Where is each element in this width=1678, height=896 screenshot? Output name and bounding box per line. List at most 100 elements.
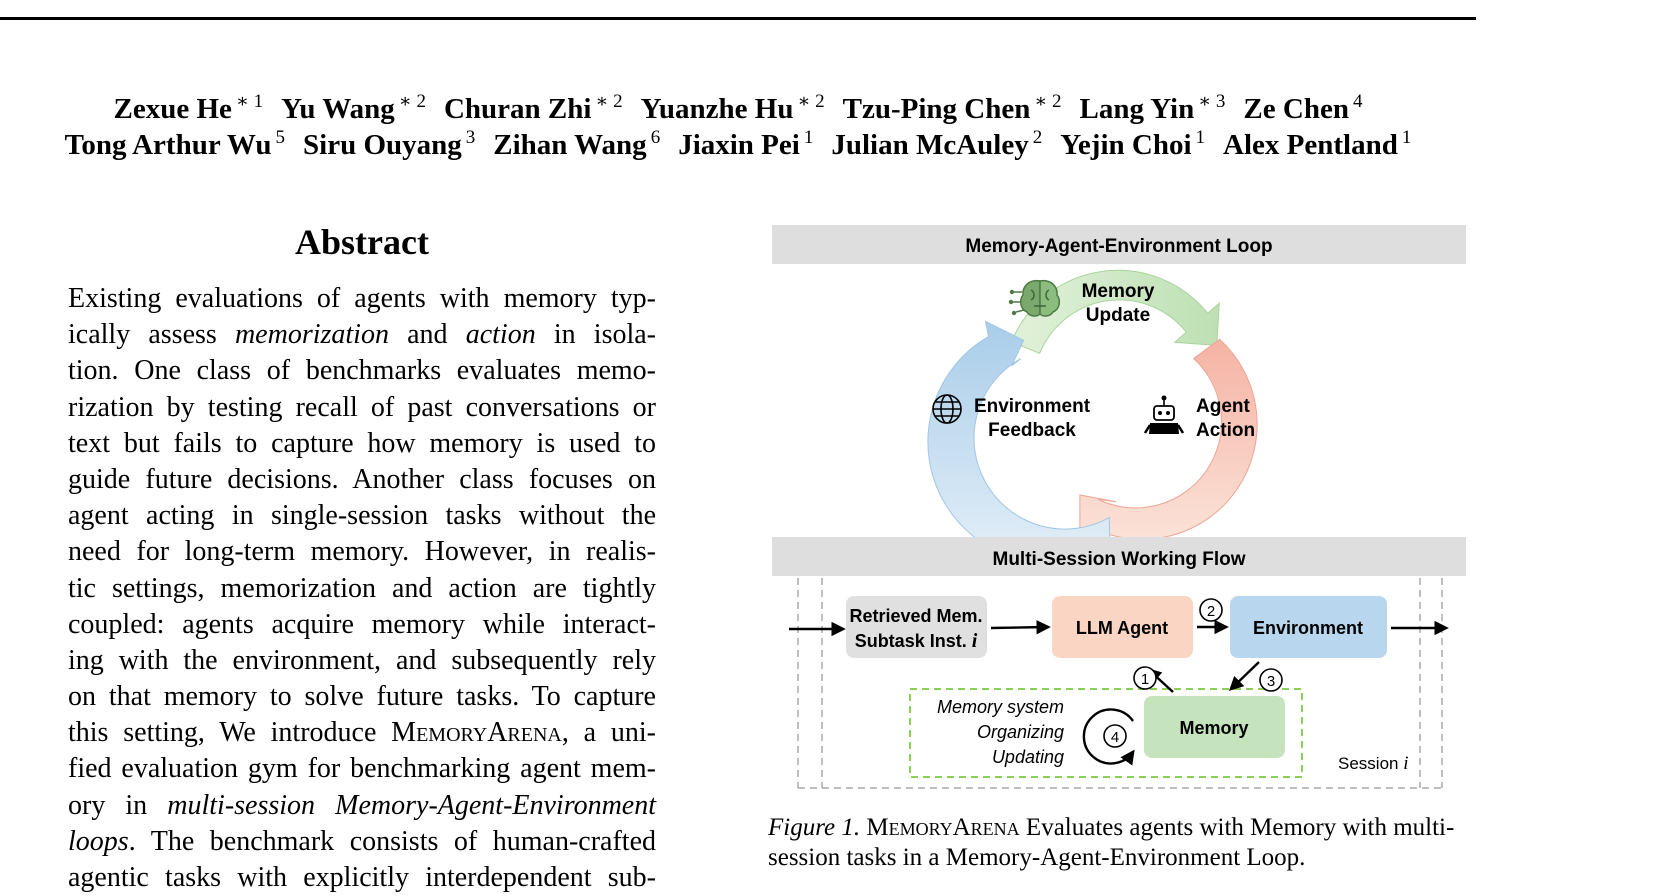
author-affiliation: ∗ 1	[235, 91, 264, 112]
author: Zexue He∗ 1	[114, 91, 264, 125]
author-name: Yejin Choi	[1060, 129, 1192, 161]
memory-system-label-1: Memory system	[937, 697, 1064, 717]
llm-agent-label: LLM Agent	[1076, 618, 1168, 638]
abstract-text-segment: fied evaluation gym for benchmarking age…	[68, 753, 656, 785]
abstract-line: tic settings, memorization and action ar…	[68, 571, 656, 607]
loop-title: Memory-Agent-Environment Loop	[965, 236, 1272, 257]
memory-box	[1144, 696, 1285, 758]
memory-label: Memory	[1179, 718, 1248, 738]
abstract-text-segment: loops	[68, 825, 129, 857]
abstract-text-segment: coupled: agents acquire memory while int…	[68, 608, 656, 640]
session-frame	[797, 578, 1443, 789]
abstract-line: ing with the environment, and subsequent…	[68, 643, 656, 679]
subtask-instruction-label: Subtask Inst. i	[855, 630, 978, 652]
agent-action-label-2: Action	[1196, 420, 1255, 441]
author-affiliation: ∗ 2	[595, 91, 623, 112]
author-affiliation: ∗ 3	[1198, 91, 1226, 112]
author-name: Julian McAuley	[831, 129, 1029, 161]
abstract-line: ory in multi-session Memory-Agent-Enviro…	[68, 788, 656, 824]
author-affiliation: ∗ 2	[398, 91, 426, 112]
abstract-text-segment: agent acting in single-session tasks wit…	[68, 500, 656, 532]
abstract-line: Existing evaluations of agents with memo…	[68, 281, 656, 317]
memory-update-loop-arrow	[1082, 708, 1135, 766]
top-rule	[0, 17, 1476, 20]
step-1-marker: 1	[1133, 666, 1157, 690]
abstract-text-segment: text but fails to capture how memory is …	[68, 427, 656, 459]
author-affiliation: 2	[1032, 127, 1043, 148]
memory-system-label-2: Organizing	[977, 722, 1064, 742]
caption-text: Evaluates agents with Memory with multi-…	[768, 814, 1455, 871]
author: Lang Yin∗ 3	[1079, 91, 1226, 125]
abstract-line: agentic tasks with explicitly interdepen…	[68, 860, 656, 896]
author: Churan Zhi∗ 2	[443, 91, 623, 125]
environment-feedback-label-1: Environment	[974, 396, 1091, 417]
author-name: Lang Yin	[1079, 93, 1195, 125]
agent-action-label-1: Agent	[1196, 396, 1251, 417]
environment-label: Environment	[1253, 618, 1363, 638]
loop-title-band	[772, 225, 1466, 264]
author-name: Tong Arthur Wu	[64, 129, 272, 161]
step-2-marker: 2	[1199, 598, 1223, 622]
abstract-text-segment: this setting, We introduce	[68, 717, 392, 749]
abstract-text-segment: , a uni-	[561, 717, 656, 749]
environment-box	[1230, 596, 1387, 658]
abstract-text-segment: rization by testing recall of past conve…	[68, 391, 656, 423]
abstract-text-segment: and	[388, 319, 466, 351]
author-affiliation: 1	[1195, 127, 1206, 148]
author-name: Churan Zhi	[443, 93, 592, 125]
abstract-line: loops. The benchmark consists of human-c…	[68, 824, 656, 860]
abstract-text-segment: in isola-	[535, 319, 656, 351]
abstract-line: rization by testing recall of past conve…	[68, 390, 656, 426]
abstract-line: guide future decisions. Another class fo…	[68, 462, 656, 498]
abstract-text-segment: MemoryArena	[391, 717, 562, 749]
session-label: Session i	[1338, 753, 1409, 774]
abstract-heading: Abstract	[295, 222, 429, 262]
abstract-line: coupled: agents acquire memory while int…	[68, 607, 656, 643]
environment-feedback-label-2: Feedback	[988, 420, 1076, 441]
memory-update-arc	[1010, 269, 1220, 355]
abstract-text-segment: ing with the environment, and subsequent…	[68, 644, 656, 676]
abstract-line: on that memory to solve future tasks. To…	[68, 679, 656, 715]
abstract-body: Existing evaluations of agents with memo…	[68, 281, 656, 896]
llm-agent-box	[1052, 596, 1193, 658]
author: Tzu-Ping Chen∗ 2	[842, 91, 1062, 125]
memory-update-label-2: Update	[1086, 305, 1150, 326]
author-name: Jiaxin Pei	[678, 129, 800, 161]
abstract-text-segment: agentic tasks with explicitly interdepen…	[68, 862, 656, 893]
robot-icon	[1143, 395, 1185, 434]
memory-system-label-3: Updating	[992, 747, 1064, 767]
svg-text:4: 4	[1111, 729, 1119, 746]
step-4-marker: 4	[1103, 724, 1127, 748]
abstract-line: agent acting in single-session tasks wit…	[68, 498, 656, 534]
abstract-text-segment: need for long-term memory. However, in r…	[68, 536, 656, 568]
flow-title-band	[772, 537, 1466, 576]
retrieved-memory-label: Retrieved Mem.	[849, 606, 982, 626]
author: Yuanzhe Hu∗ 2	[640, 91, 825, 125]
caption-label: Figure 1.	[768, 814, 861, 841]
author-name: Yuanzhe Hu	[640, 93, 794, 125]
author-name: Siru Ouyang	[303, 129, 462, 161]
abstract-line: tion. One class of benchmarks evaluates …	[68, 353, 656, 389]
svg-text:2: 2	[1207, 603, 1215, 620]
abstract-text-segment: on that memory to solve future tasks. To…	[68, 681, 656, 713]
retrieved-memory-box	[846, 596, 987, 658]
svg-text:1: 1	[1141, 671, 1149, 688]
abstract-line: ically assess memorization and action in…	[68, 317, 656, 353]
author-name: Tzu-Ping Chen	[842, 93, 1031, 125]
author-affiliation: 5	[275, 127, 286, 148]
flow-title: Multi-Session Working Flow	[993, 549, 1246, 570]
memory-update-label-1: Memory	[1082, 281, 1155, 302]
abstract-line: this setting, We introduce MemoryArena, …	[68, 715, 656, 751]
author-affiliation: 6	[650, 127, 661, 148]
author-name: Zihan Wang	[493, 129, 647, 161]
figure-1: Memory-Agent-Environment Loop Memory Upd…	[772, 225, 1466, 789]
